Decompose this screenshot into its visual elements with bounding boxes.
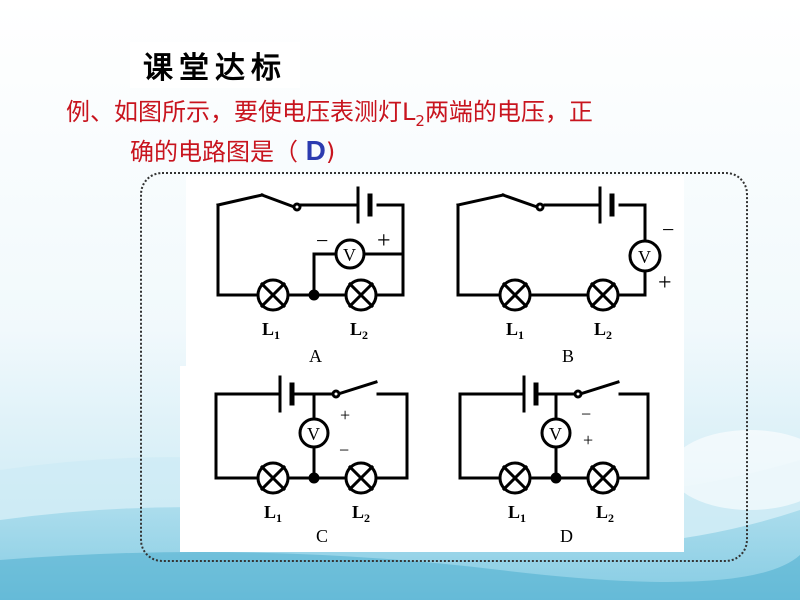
circuit-d-switch-pivot <box>573 389 583 399</box>
circuit-b-lamp-2-label: L2 <box>594 319 612 342</box>
circuit-c: V + − L1 L2 C <box>214 375 409 546</box>
circuit-c-lamp-2-label: L2 <box>352 502 370 525</box>
circuit-a: V − + L1 L2 A <box>216 186 405 366</box>
section-title: 课堂达标 <box>143 51 287 86</box>
circuit-c-junction <box>308 472 320 484</box>
circuit-b-lamp-2 <box>586 278 620 312</box>
circuit-a-switch-pivot <box>292 202 302 212</box>
circuit-a-lamp-1-label: L1 <box>262 319 280 342</box>
question-line-2: 确的电路图是（ D) <box>130 132 335 167</box>
circuit-a-voltmeter <box>334 238 366 270</box>
question-text-part1: 例、如图所示，要使电压表测灯L <box>66 98 416 126</box>
circuit-d-junction <box>550 472 562 484</box>
circuit-c-minus: − <box>339 440 349 460</box>
circuit-b: V − + L1 L2 B <box>456 186 674 366</box>
circuit-c-lamp-1-label: L1 <box>264 502 282 525</box>
circuit-a-wires <box>216 193 405 297</box>
circuit-panel-bottom-left <box>180 366 434 552</box>
circuit-b-switch <box>501 193 542 210</box>
circuit-c-voltmeter <box>298 417 330 449</box>
circuit-d: V − + L1 L2 D <box>458 375 650 546</box>
diagram-frame <box>140 172 748 562</box>
circuit-c-id: C <box>316 526 328 546</box>
question-line-1: 例、如图所示，要使电压表测灯L2两端的电压，正 <box>66 92 593 130</box>
circuit-a-junction <box>308 289 320 301</box>
circuit-c-voltmeter-label: V <box>307 424 320 444</box>
circuit-d-lamp-2 <box>586 461 620 495</box>
circuit-b-wires <box>456 193 647 297</box>
circuit-a-minus: − <box>316 228 328 253</box>
answer-letter: D <box>305 135 326 166</box>
circuit-d-lamp-1-label: L1 <box>508 502 526 525</box>
circuit-b-lamp-1-label: L1 <box>506 319 524 342</box>
circuit-b-voltmeter-label: V <box>638 247 651 267</box>
circuit-a-lamp-2-label: L2 <box>350 319 368 342</box>
circuit-b-lamp-1 <box>498 278 532 312</box>
circuit-d-minus: − <box>581 404 591 424</box>
circuit-a-lamp-2 <box>344 278 378 312</box>
circuit-d-voltmeter-label: V <box>549 424 562 444</box>
circuit-a-lamp-1 <box>256 278 290 312</box>
circuit-d-switch <box>578 380 620 396</box>
circuit-a-voltmeter-label: V <box>343 245 356 265</box>
circuit-d-lamp-1 <box>498 461 532 495</box>
circuit-b-minus: − <box>662 217 674 242</box>
circuit-c-switch-pivot <box>331 389 341 399</box>
circuit-c-switch <box>336 380 378 396</box>
circuit-a-plus: + <box>377 228 391 254</box>
circuit-d-id: D <box>560 526 573 546</box>
circuit-b-switch-pivot <box>535 202 545 212</box>
circuit-d-plus: + <box>583 430 593 450</box>
circuit-a-switch <box>260 193 299 210</box>
circuit-d-voltmeter <box>540 417 572 449</box>
circuit-a-id: A <box>309 346 322 366</box>
question-text-part2: 两端的电压，正 <box>424 98 593 126</box>
circuit-c-plus: + <box>340 405 350 425</box>
circuit-b-plus: + <box>658 270 672 296</box>
circuit-b-id: B <box>562 346 574 366</box>
question-subscript: 2 <box>415 111 425 130</box>
circuit-b-voltmeter <box>628 239 662 273</box>
question-text-part4: ) <box>325 138 336 166</box>
question-text-part3: 确的电路图是（ <box>130 138 298 166</box>
circuit-c-lamp-1 <box>256 461 290 495</box>
circuit-d-lamp-2-label: L2 <box>596 502 614 525</box>
section-title-box: 课堂达标 <box>130 42 300 88</box>
circuit-panel-bottom-right <box>434 366 684 552</box>
circuit-c-lamp-2 <box>344 461 378 495</box>
